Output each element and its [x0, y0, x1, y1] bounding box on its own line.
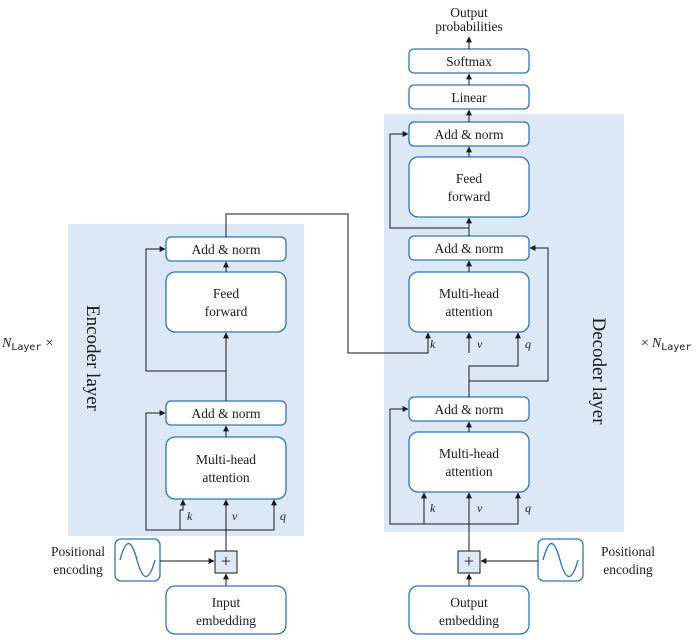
output-probabilities-line1: Output: [450, 5, 488, 20]
input-embedding-line2: embedding: [196, 613, 256, 628]
decoder-connectors: [389, 36, 549, 586]
encoder-feed-forward: [165, 271, 287, 333]
decoder-cross-attention: [408, 271, 530, 333]
decoder-self-v: v: [477, 501, 483, 515]
decoder-cross-attention-line2: attention: [445, 304, 492, 319]
encoder-positional-line1: Positional: [51, 544, 105, 559]
output-embedding-line1: Output: [450, 595, 488, 610]
decoder-feed-forward: [408, 156, 530, 218]
decoder-feed-forward-line1: Feed: [456, 171, 482, 186]
encoder-v: v: [232, 509, 238, 523]
encoder-q: q: [280, 509, 286, 523]
encoder-k: k: [187, 509, 193, 523]
decoder-add-norm-1-label: Add & norm: [435, 127, 504, 142]
encoder-add-norm-top-label: Add & norm: [192, 242, 261, 257]
decoder-cross-v: v: [477, 337, 483, 351]
encoder-add-norm-bottom-label: Add & norm: [192, 406, 261, 421]
encoder-feed-forward-line1: Feed: [213, 286, 239, 301]
decoder-feed-forward-line2: forward: [448, 189, 491, 204]
decoder-self-attention-line2: attention: [445, 464, 492, 479]
encoder-feed-forward-line2: forward: [205, 304, 248, 319]
decoder-cross-attention-line1: Multi-head: [439, 286, 499, 301]
linear-label: Linear: [451, 90, 487, 105]
decoder-positional-wave: [542, 542, 579, 578]
decoder-positional-line1: Positional: [601, 544, 655, 559]
encoder-positional-wave: [119, 542, 156, 578]
decoder-self-attention: [408, 431, 530, 493]
output-embedding-line2: embedding: [439, 613, 499, 628]
output-probabilities-line2: probabilities: [435, 19, 503, 34]
encoder-connectors: [145, 213, 472, 586]
softmax-label: Softmax: [446, 54, 492, 69]
decoder-repeat-label: ×NLayer: [641, 336, 691, 353]
decoder-positional-line2: encoding: [603, 562, 653, 577]
decoder-add-norm-2-label: Add & norm: [435, 241, 504, 256]
decoder-self-k: k: [430, 501, 436, 515]
decoder-self-attention-line1: Multi-head: [439, 446, 499, 461]
encoder-repeat-label: NLayer×: [1, 336, 53, 353]
decoder-add-norm-3-label: Add & norm: [435, 402, 504, 417]
decoder-self-q: q: [525, 501, 531, 515]
encoder-attention-line2: attention: [202, 470, 249, 485]
decoder-cross-k: k: [430, 337, 436, 351]
encoder-positional-line2: encoding: [53, 562, 103, 577]
encoder-attention-line1: Multi-head: [196, 452, 256, 467]
decoder-layer-label: Decoder layer: [588, 317, 609, 425]
encoder-layer-label: Encoder layer: [82, 305, 103, 412]
encoder-sum-symbol: +: [221, 551, 231, 571]
decoder-sum-symbol: +: [464, 551, 474, 571]
encoder-attention: [165, 436, 287, 500]
input-embedding-line1: Input: [212, 595, 241, 610]
decoder-cross-q: q: [525, 337, 531, 351]
